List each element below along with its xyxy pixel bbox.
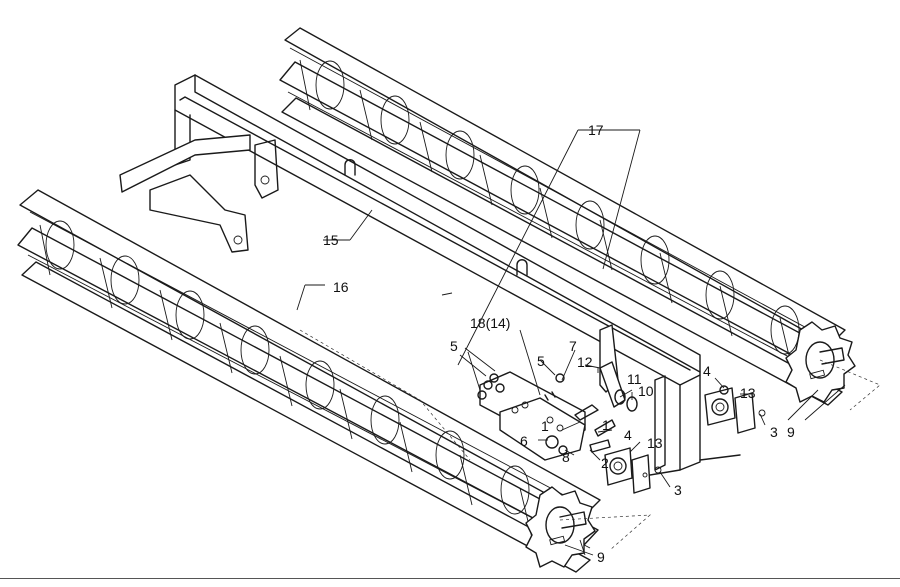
callout-4a: 4 [703, 363, 711, 379]
callout-7: 7 [569, 338, 577, 354]
callout-9a: 9 [787, 424, 795, 440]
bearing-assembly-right [704, 385, 766, 434]
callout-13a: 13 [740, 385, 756, 401]
callout-11: 11 [627, 371, 642, 387]
rear-roller [279, 27, 856, 406]
callout-9b: 9 [597, 549, 605, 565]
callout-4b: 4 [624, 427, 632, 443]
callout-15: 15 [323, 232, 339, 248]
front-roller [17, 189, 601, 573]
bearing-assembly-left [477, 371, 662, 494]
callout-6: 6 [520, 433, 528, 449]
main-frame [119, 74, 741, 481]
callout-3a: 3 [770, 424, 778, 440]
callout-17: 17 [588, 122, 604, 138]
callout-16: 16 [333, 279, 349, 295]
callout-1b: 1 [602, 417, 610, 433]
callout-18-14: 18(14) [470, 315, 510, 331]
tension-arm [599, 361, 638, 412]
callout-12: 12 [577, 354, 593, 370]
callout-13b: 13 [647, 435, 663, 451]
callout-10: 10 [638, 383, 654, 399]
callout-5b: 5 [537, 353, 545, 369]
leader-lines [296, 129, 881, 556]
callout-labels: 17 15 16 18(14) 5 5 7 12 11 10 4 13 3 9 … [323, 122, 795, 565]
callout-1a: 1 [541, 418, 549, 434]
bottom-border-line [0, 578, 900, 579]
callout-2: 2 [601, 455, 609, 471]
callout-8: 8 [562, 449, 570, 465]
callout-5a: 5 [450, 338, 458, 354]
callout-3b: 3 [674, 482, 682, 498]
